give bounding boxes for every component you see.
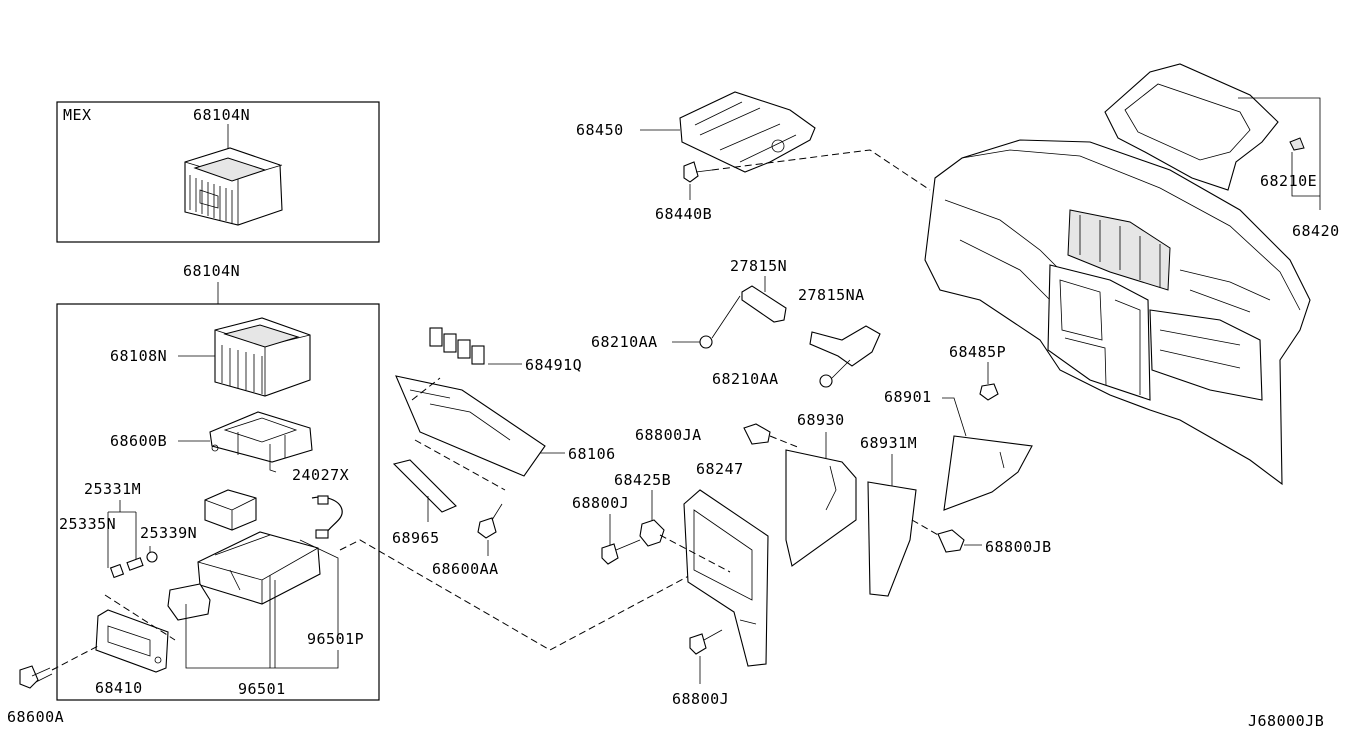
label-68491Q: 68491Q [525, 356, 582, 374]
label-68901: 68901 [884, 388, 932, 406]
label-68420: 68420 [1292, 222, 1340, 240]
label-68210E: 68210E [1260, 172, 1317, 190]
switch-parts-drawing [109, 551, 158, 579]
label-96501P: 96501P [307, 630, 364, 648]
meter-hood-68210E-drawing [1104, 63, 1305, 191]
label-68104N: 68104N [183, 262, 240, 280]
label-27815NA: 27815NA [798, 286, 865, 304]
label-68800J-1: 68800J [572, 494, 629, 512]
nut-68425B-drawing [639, 519, 665, 547]
label-68930: 68930 [797, 411, 845, 429]
label-68108N: 68108N [110, 347, 167, 365]
leader-68210E [1238, 97, 1321, 210]
label-68800J-2: 68800J [672, 690, 729, 708]
leader-68901 [942, 397, 967, 437]
assembly-box-68104N [56, 303, 380, 701]
dash-68450-panel [711, 149, 931, 191]
clip-68800JB-drawing [937, 529, 965, 553]
duct-27815N-drawing [741, 285, 787, 323]
label-25335N: 25335N [59, 515, 116, 533]
panel-68106-drawing [395, 375, 546, 477]
dash-68931M [911, 519, 941, 537]
label-68965: 68965 [392, 529, 440, 547]
screw-68210AA-2-drawing [819, 359, 851, 388]
screw-68800J-2-drawing [689, 629, 723, 655]
label-68931M: 68931M [860, 434, 917, 452]
panel-68410-drawing [95, 609, 169, 673]
screw-68210AA-1-drawing [699, 295, 741, 349]
label-24027X: 24027X [292, 466, 349, 484]
clip-68600AA-drawing [477, 503, 503, 539]
mex-inset-box [56, 101, 380, 243]
ashtray-96501-drawing [167, 489, 321, 621]
lid-68450-drawing [679, 91, 816, 173]
screw-68800J-1-drawing [601, 539, 641, 565]
label-68440B: 68440B [655, 205, 712, 223]
dash-connector-center [339, 539, 701, 651]
label-68106: 68106 [568, 445, 616, 463]
panel-68901-drawing [943, 435, 1033, 511]
harness-24027X-drawing [311, 495, 343, 539]
instrument-panel-68420-drawing [924, 139, 1311, 486]
clip-68485P-drawing [979, 383, 999, 401]
label-68425B: 68425B [614, 471, 671, 489]
label-25339N: 25339N [140, 524, 197, 542]
label-68410: 68410 [95, 679, 143, 697]
dash-68800JA [769, 435, 801, 449]
clip-68800JA-drawing [743, 423, 771, 445]
switches-68491Q-drawing [429, 327, 485, 365]
cover-68930-drawing [785, 449, 857, 567]
dash-68106 [411, 377, 506, 491]
label-68210AA-1: 68210AA [591, 333, 658, 351]
label-68247: 68247 [696, 460, 744, 478]
bin-68108N-drawing [214, 317, 311, 397]
label-68800JA: 68800JA [635, 426, 702, 444]
cover-68931M-drawing [867, 481, 917, 597]
plate-68965-drawing [392, 459, 457, 513]
clip-68600A-drawing [19, 665, 53, 689]
bracket-68600B-drawing [209, 411, 313, 473]
duct-68247-drawing [683, 489, 769, 667]
leader-25331M [107, 500, 137, 568]
screw-68440B-drawing [683, 161, 713, 183]
diagram-code: J68000JB [1248, 712, 1324, 730]
label-96501: 96501 [238, 680, 286, 698]
mex-variant-label: MEX [63, 106, 92, 124]
leader-96501 [185, 539, 339, 669]
label-68600B: 68600B [110, 432, 167, 450]
label-68210AA-2: 68210AA [712, 370, 779, 388]
duct-27815NA-drawing [809, 325, 881, 367]
label-68104N-mex: 68104N [193, 106, 250, 124]
dash-68247 [659, 534, 731, 573]
label-25331M: 25331M [84, 480, 141, 498]
label-68800JB: 68800JB [985, 538, 1052, 556]
label-68600A: 68600A [7, 708, 64, 726]
label-68600AA: 68600AA [432, 560, 499, 578]
label-27815N: 27815N [730, 257, 787, 275]
dash-68410 [104, 594, 176, 641]
label-68450: 68450 [576, 121, 624, 139]
storage-bin-mex-drawing [184, 147, 283, 226]
label-68485P: 68485P [949, 343, 1006, 361]
dash-68600A [51, 645, 99, 671]
